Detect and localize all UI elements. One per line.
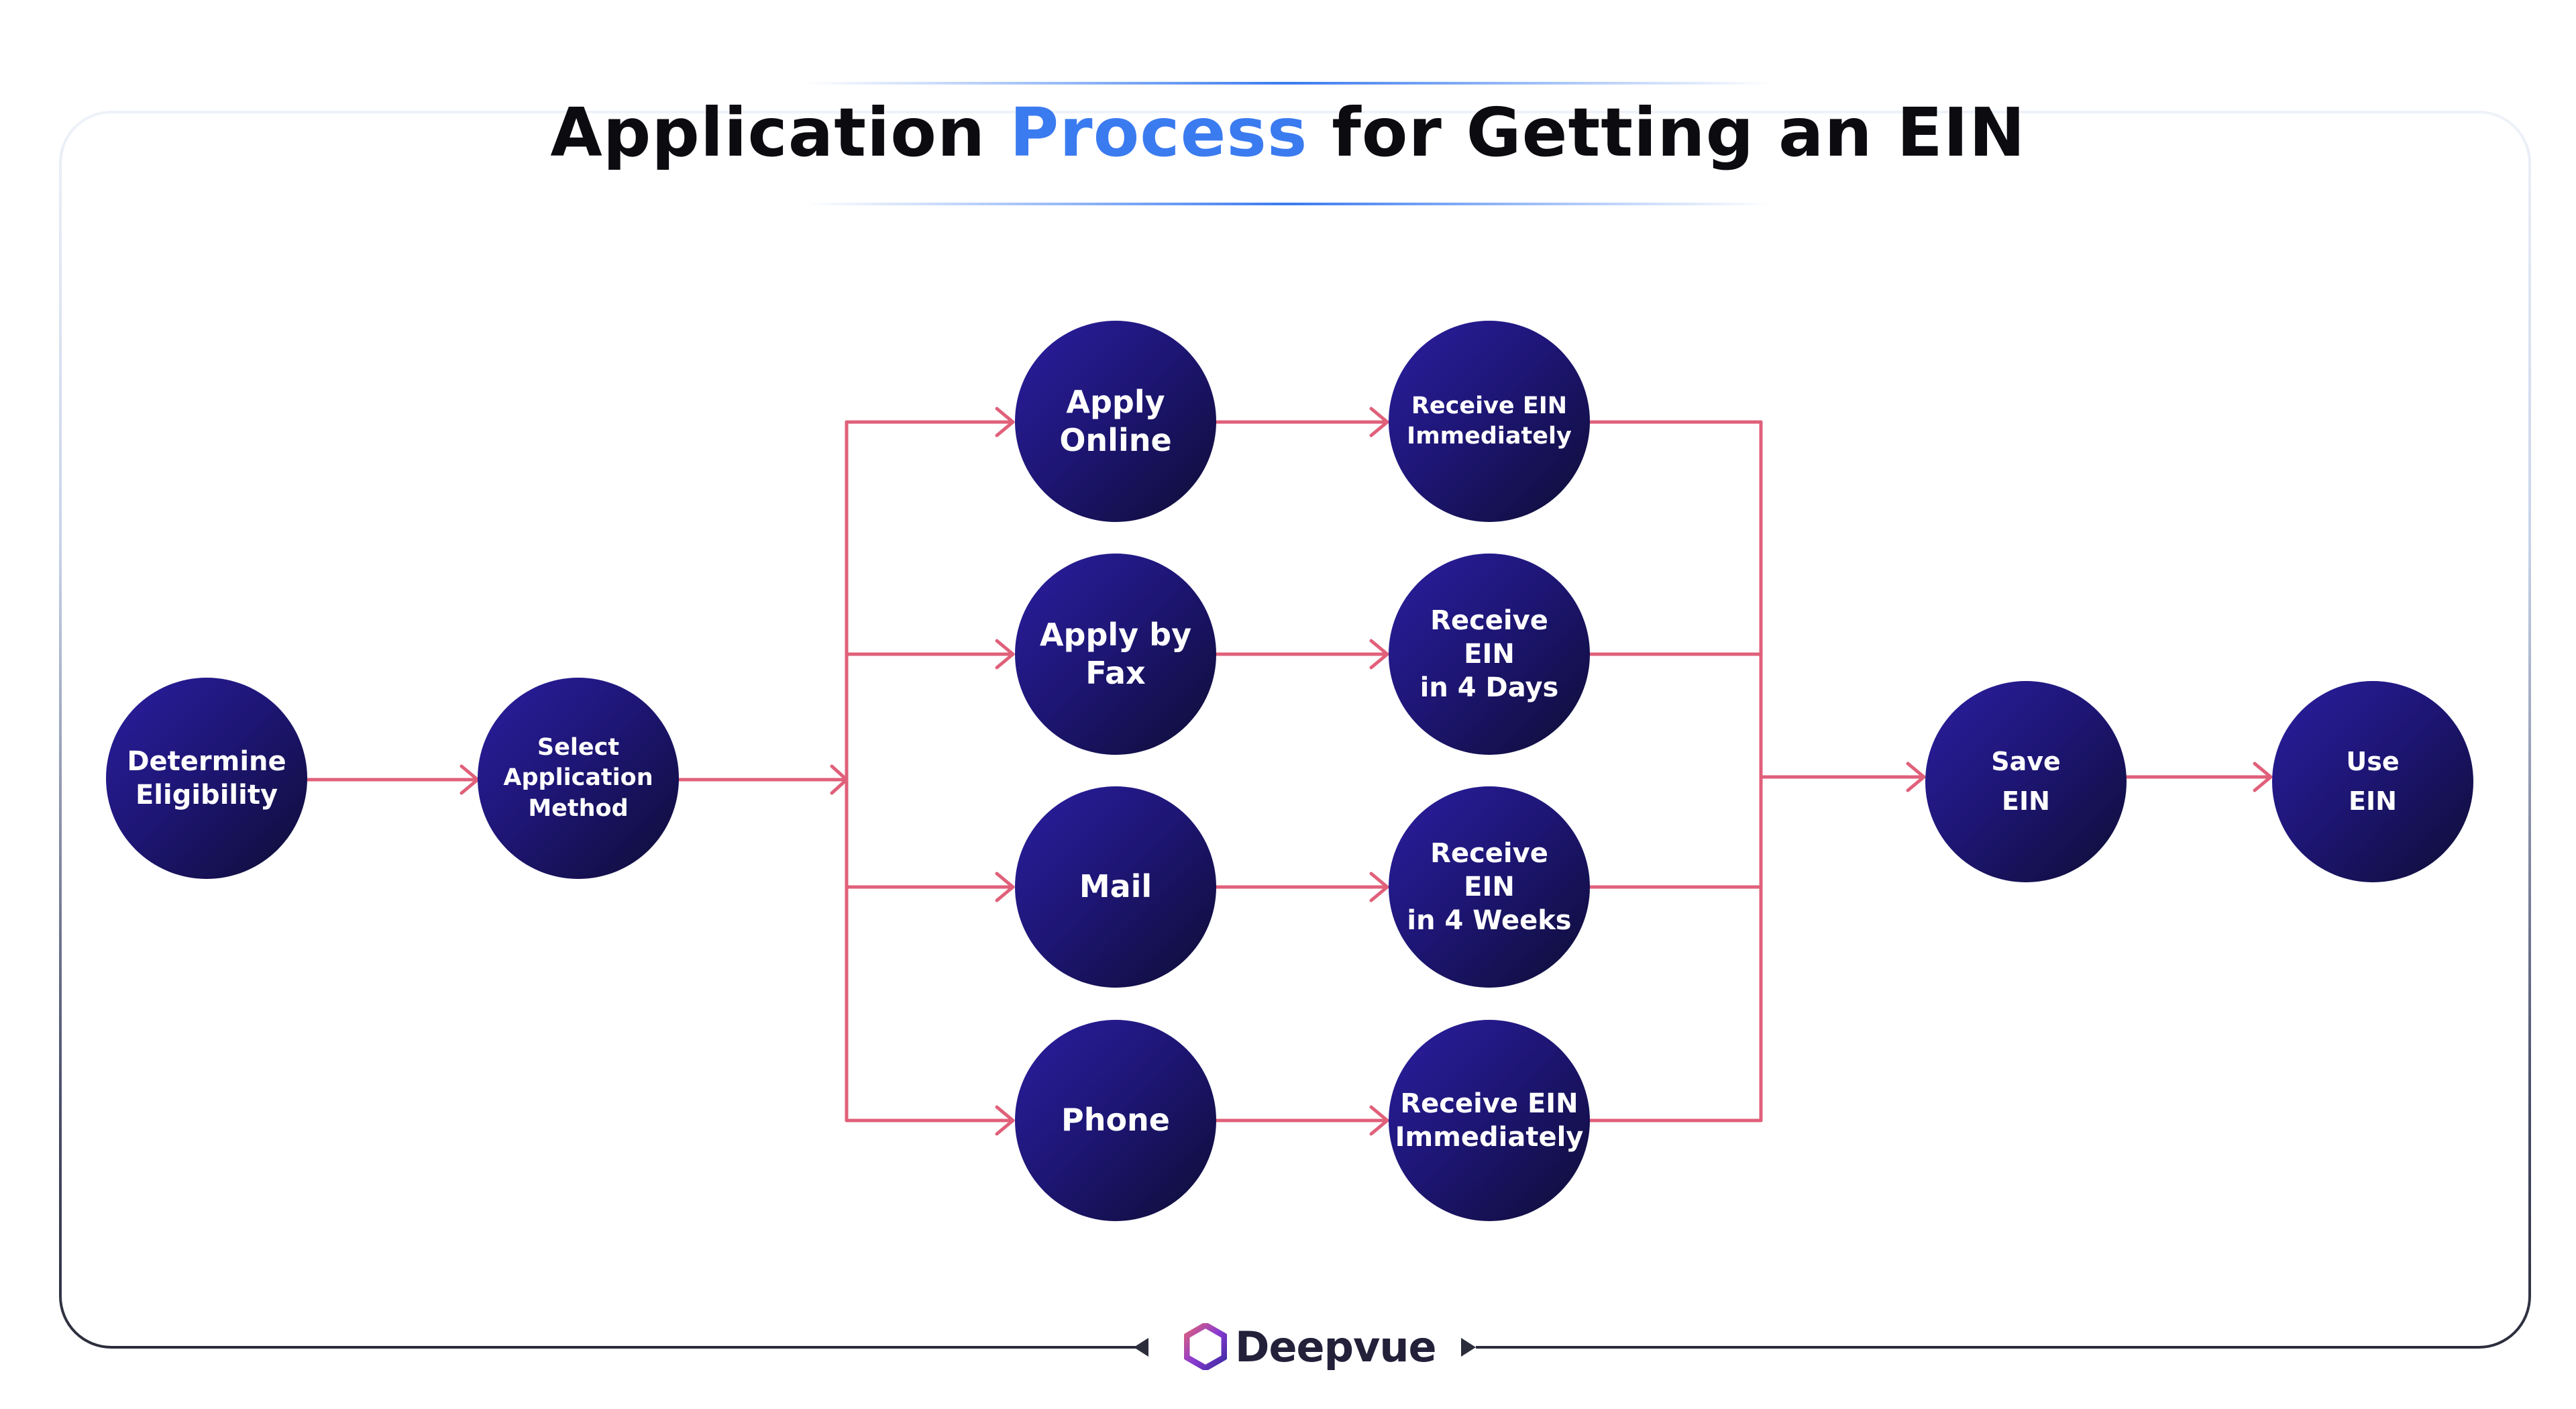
node-label: Receive EIN Immediately: [1407, 392, 1572, 450]
node-label: Receive EIN in 4 Days: [1419, 605, 1559, 703]
brand-logo: Deepvue: [1184, 1316, 1437, 1377]
node-label: Apply Online: [1059, 383, 1172, 459]
node-label: Receive EIN in 4 Weeks: [1407, 838, 1572, 936]
node-use-ein: Use EIN: [2272, 681, 2473, 882]
frame-right-arrow-icon: [1461, 1338, 1476, 1357]
node-receive-online: Receive EIN Immediately: [1389, 321, 1590, 522]
node-select-method: Select Application Method: [478, 678, 679, 879]
node-receive-mail: Receive EIN in 4 Weeks: [1389, 786, 1590, 988]
outer-frame: [59, 111, 2531, 1349]
node-label: Select Application Method: [503, 733, 653, 822]
node-determine-eligibility: Determine Eligibility: [106, 678, 307, 879]
node-label: Mail: [1079, 868, 1152, 905]
node-receive-fax: Receive EIN in 4 Days: [1389, 554, 1590, 755]
node-apply-fax: Apply by Fax: [1015, 554, 1216, 755]
hexagon-logo-icon: [1184, 1323, 1227, 1370]
node-receive-phone: Receive EIN Immediately: [1389, 1020, 1590, 1221]
title-line-bottom: [805, 203, 1771, 205]
node-phone: Phone: [1015, 1020, 1216, 1221]
title-part-2: for Getting an EIN: [1307, 93, 2026, 172]
node-label: Use EIN: [2346, 747, 2400, 816]
title-line-top: [805, 82, 1771, 85]
node-label: Save EIN: [1991, 747, 2061, 816]
node-mail: Mail: [1015, 786, 1216, 988]
node-label: Receive EIN Immediately: [1395, 1088, 1584, 1153]
title-accent: Process: [1009, 93, 1308, 172]
page-title: Application Process for Getting an EIN: [550, 93, 2025, 173]
logo-text: Deepvue: [1235, 1322, 1437, 1371]
frame-left-arrow-icon: [1134, 1338, 1148, 1357]
node-label: Phone: [1061, 1102, 1170, 1139]
node-save-ein: Save EIN: [1925, 681, 2127, 882]
node-label: Determine Eligibility: [127, 746, 286, 811]
node-label: Apply by Fax: [1039, 616, 1192, 692]
title-wrap: Application Process for Getting an EIN: [0, 93, 2576, 173]
title-part-1: Application: [550, 93, 1010, 172]
node-apply-online: Apply Online: [1015, 321, 1216, 522]
